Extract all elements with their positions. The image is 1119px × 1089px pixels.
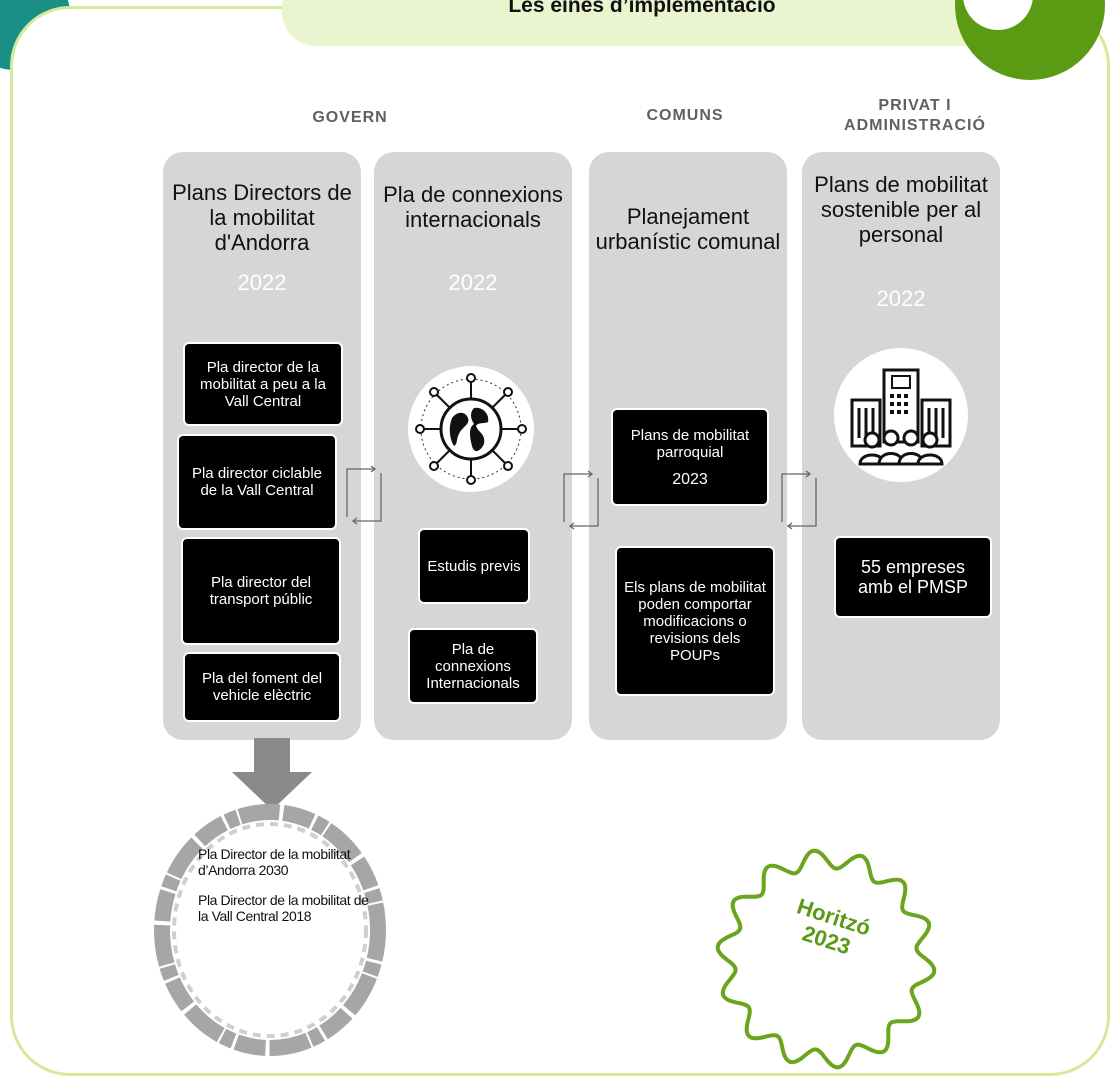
box-ciclable: Pla director ciclable de la Vall Central bbox=[177, 434, 337, 530]
box-vehicle-electric: Pla del foment del vehicle elèctric bbox=[183, 652, 341, 722]
column-year: 2022 bbox=[876, 286, 926, 311]
column-title: Planejament urbanístic comunal bbox=[595, 204, 781, 254]
column-planejament: Planejament urbanístic comunal Plans de … bbox=[589, 152, 787, 740]
column-title: Pla de connexions internacionals bbox=[383, 182, 563, 232]
grunge-circle-frame bbox=[154, 804, 386, 1056]
box-pla-connexions: Pla de connexions Internacionals bbox=[408, 628, 538, 704]
arrow-down-icon bbox=[232, 738, 312, 810]
column-plans-directors: Plans Directors de la mobilitat d'Andorr… bbox=[163, 152, 361, 740]
header-govern: GOVERN bbox=[312, 109, 388, 126]
sticker-line-2: Pla Director de la mobilitat de la Vall … bbox=[198, 892, 369, 924]
box-year: 2023 bbox=[672, 470, 708, 488]
connector-arrows-3 bbox=[781, 470, 817, 530]
header-privat: PRIVAT I ADMINISTRACIÓ bbox=[844, 97, 986, 134]
connector-arrows-2 bbox=[563, 470, 599, 530]
box-estudis-previs: Estudis previs bbox=[418, 528, 530, 604]
box-label: Plans de mobilitat parroquial bbox=[630, 426, 750, 461]
office-people-icon bbox=[834, 348, 968, 482]
connector-arrows-1 bbox=[346, 465, 382, 525]
header-tab bbox=[282, 0, 1002, 46]
box-empreses-pmsp: 55 empreses amb el PMSP bbox=[834, 536, 992, 618]
box-plans-poups: Els plans de mobilitat poden comportar m… bbox=[615, 546, 775, 696]
sticker-text: Pla Director de la mobilitat d’Andorra 2… bbox=[198, 846, 373, 938]
column-plans-personal: Plans de mobilitat sostenible per al per… bbox=[802, 152, 1000, 740]
header-comuns: COMUNS bbox=[646, 107, 724, 124]
globe-network-icon bbox=[408, 366, 534, 492]
column-title: Plans de mobilitat sostenible per al per… bbox=[814, 172, 988, 247]
box-plans-parroquial: Plans de mobilitat parroquial 2023 bbox=[611, 408, 769, 506]
box-transport-public: Pla director del transport públic bbox=[181, 537, 341, 645]
column-year: 2022 bbox=[237, 270, 287, 295]
gear-badge-icon bbox=[715, 848, 937, 1070]
page-title: Les eines d’implementació bbox=[508, 0, 776, 17]
column-connexions: Pla de connexions internacionals 2022 Es… bbox=[374, 152, 572, 740]
column-title: Plans Directors de la mobilitat d'Andorr… bbox=[172, 180, 352, 255]
sticker-line-1: Pla Director de la mobilitat d’Andorra 2… bbox=[198, 846, 351, 878]
column-year: 2022 bbox=[448, 270, 498, 295]
box-mobilitat-peu: Pla director de la mobilitat a peu a la … bbox=[183, 342, 343, 426]
